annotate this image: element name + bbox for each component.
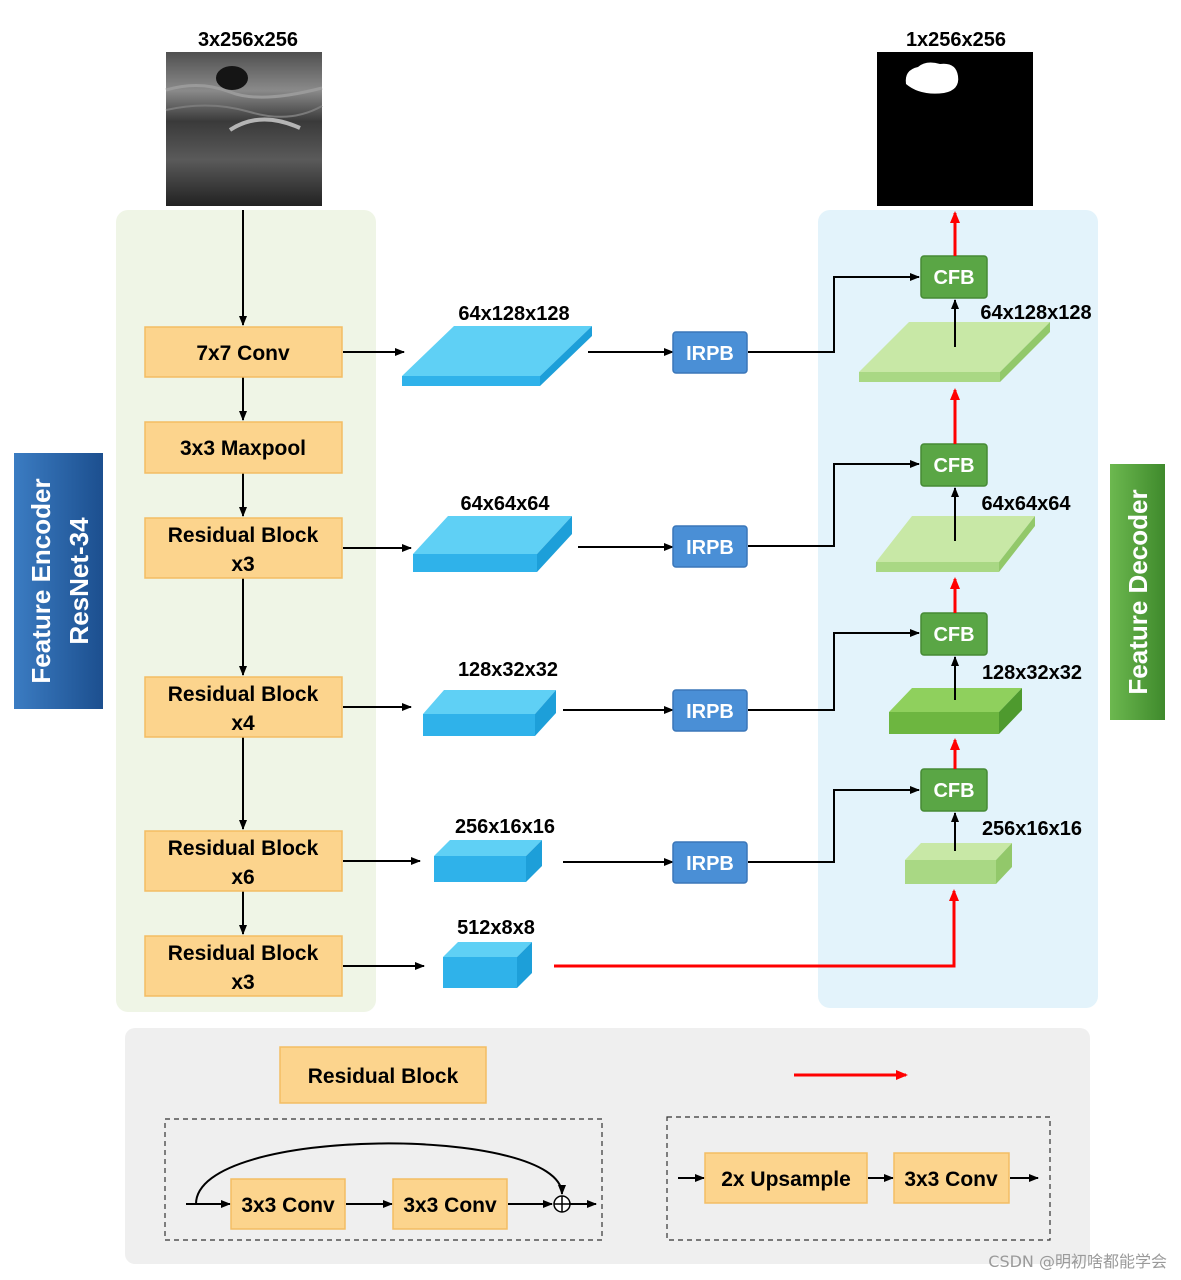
irpb-label: IRPB: [686, 537, 734, 559]
encoder-block-label: Residual Block: [168, 524, 319, 547]
upsample-arrow-bottleneck: [554, 889, 959, 968]
encoder-block-repeat: x6: [231, 866, 254, 889]
arrow-irpb1-to-cfb1: [748, 273, 920, 353]
feature-size-label: 64x64x64: [461, 493, 551, 515]
legend-upsample-label: 2x Upsample: [721, 1168, 851, 1191]
encoder-block-label: Residual Block: [168, 837, 319, 860]
encoder-block-repeat: x3: [231, 971, 254, 994]
irpb-block-1: IRPB: [672, 331, 748, 374]
feature-cube-4: [434, 840, 542, 882]
cfb-label: CFB: [933, 267, 974, 289]
encoder-block-label: 7x7 Conv: [196, 342, 290, 365]
legend-conv-a: 3x3 Conv: [230, 1178, 346, 1230]
legend-residual-title: Residual Block: [279, 1046, 487, 1104]
output-mask-image: [877, 52, 1033, 206]
output-size-label: 1x256x256: [906, 29, 1006, 51]
cfb-block-2: CFB: [920, 443, 988, 487]
legend-upsample: 2x Upsample: [704, 1152, 868, 1204]
decoder-map-label: 128x32x32: [982, 662, 1082, 684]
cfb-label: CFB: [933, 780, 974, 802]
input-size-label: 3x256x256: [198, 29, 298, 51]
encoder-block-repeat: x4: [231, 712, 255, 735]
irpb-label: IRPB: [686, 701, 734, 723]
cfb-block-1: CFB: [920, 255, 988, 299]
arrow-irpb4-to-cfb4: [748, 786, 920, 863]
feature-size-label: 128x32x32: [458, 659, 558, 681]
feature-cube-5: [443, 942, 532, 988]
decoder-map-label: 64x128x128: [980, 302, 1091, 324]
input-ultrasound-image: [165, 52, 323, 206]
irpb-block-3: IRPB: [672, 689, 748, 732]
decoder-side-title: Feature Decoder: [1110, 464, 1165, 720]
legend-residual-label: Residual Block: [308, 1065, 459, 1088]
feature-size-label: 64x128x128: [458, 303, 569, 325]
irpb-block-4: IRPB: [672, 841, 748, 884]
feature-cube-2: [413, 516, 572, 572]
legend-upsample-frame: [666, 1116, 1051, 1241]
cfb-label: CFB: [933, 455, 974, 477]
encoder-panel: [116, 210, 376, 1012]
legend-conv-c: 3x3 Conv: [893, 1152, 1010, 1204]
encoder-title-line1: Feature Encoder: [26, 478, 56, 683]
cfb-block-3: CFB: [920, 612, 988, 656]
encoder-block-maxpool: 3x3 Maxpool: [144, 421, 343, 474]
legend-residual-frame: [164, 1118, 603, 1241]
legend-conv-c-label: 3x3 Conv: [904, 1168, 998, 1191]
cfb-label: CFB: [933, 624, 974, 646]
encoder-block-residual-x3-first: Residual Block x3: [144, 517, 343, 579]
encoder-block-label: Residual Block: [168, 942, 319, 965]
feature-cube-1: [402, 326, 592, 386]
encoder-block-label: 3x3 Maxpool: [180, 437, 306, 460]
encoder-block-repeat: x3: [231, 553, 254, 576]
encoder-block-residual-x4: Residual Block x4: [144, 676, 343, 738]
feature-cube-3: [423, 690, 556, 736]
decoder-panel: [818, 210, 1098, 1008]
cfb-block-4: CFB: [920, 768, 988, 812]
encoder-block-residual-x6: Residual Block x6: [144, 830, 343, 892]
irpb-label: IRPB: [686, 343, 734, 365]
watermark-text: CSDN @明初啥都能学会: [988, 1252, 1167, 1271]
arrow-irpb2-to-cfb2: [748, 460, 920, 547]
decoder-map-label: 256x16x16: [982, 818, 1082, 840]
encoder-block-conv7: 7x7 Conv: [144, 326, 343, 378]
encoder-block-label: Residual Block: [168, 683, 319, 706]
decoder-map-4: [905, 843, 1012, 884]
arrow-irpb3-to-cfb3: [748, 629, 920, 711]
decoder-map-label: 64x64x64: [982, 493, 1072, 515]
legend-skip-connection: [195, 1142, 566, 1205]
irpb-block-2: IRPB: [672, 525, 748, 568]
legend-conv-b-label: 3x3 Conv: [403, 1194, 497, 1217]
encoder-side-title: Feature Encoder ResNet-34: [14, 453, 103, 709]
irpb-label: IRPB: [686, 853, 734, 875]
legend-conv-b: 3x3 Conv: [392, 1178, 508, 1230]
legend-conv-a-label: 3x3 Conv: [241, 1194, 335, 1217]
encoder-title-line2: ResNet-34: [64, 517, 94, 645]
feature-size-label: 256x16x16: [455, 816, 555, 838]
sum-node-icon: [553, 1195, 571, 1213]
encoder-block-residual-x3-last: Residual Block x3: [144, 935, 343, 997]
decoder-title: Feature Decoder: [1123, 489, 1153, 694]
feature-size-label: 512x8x8: [457, 917, 535, 939]
